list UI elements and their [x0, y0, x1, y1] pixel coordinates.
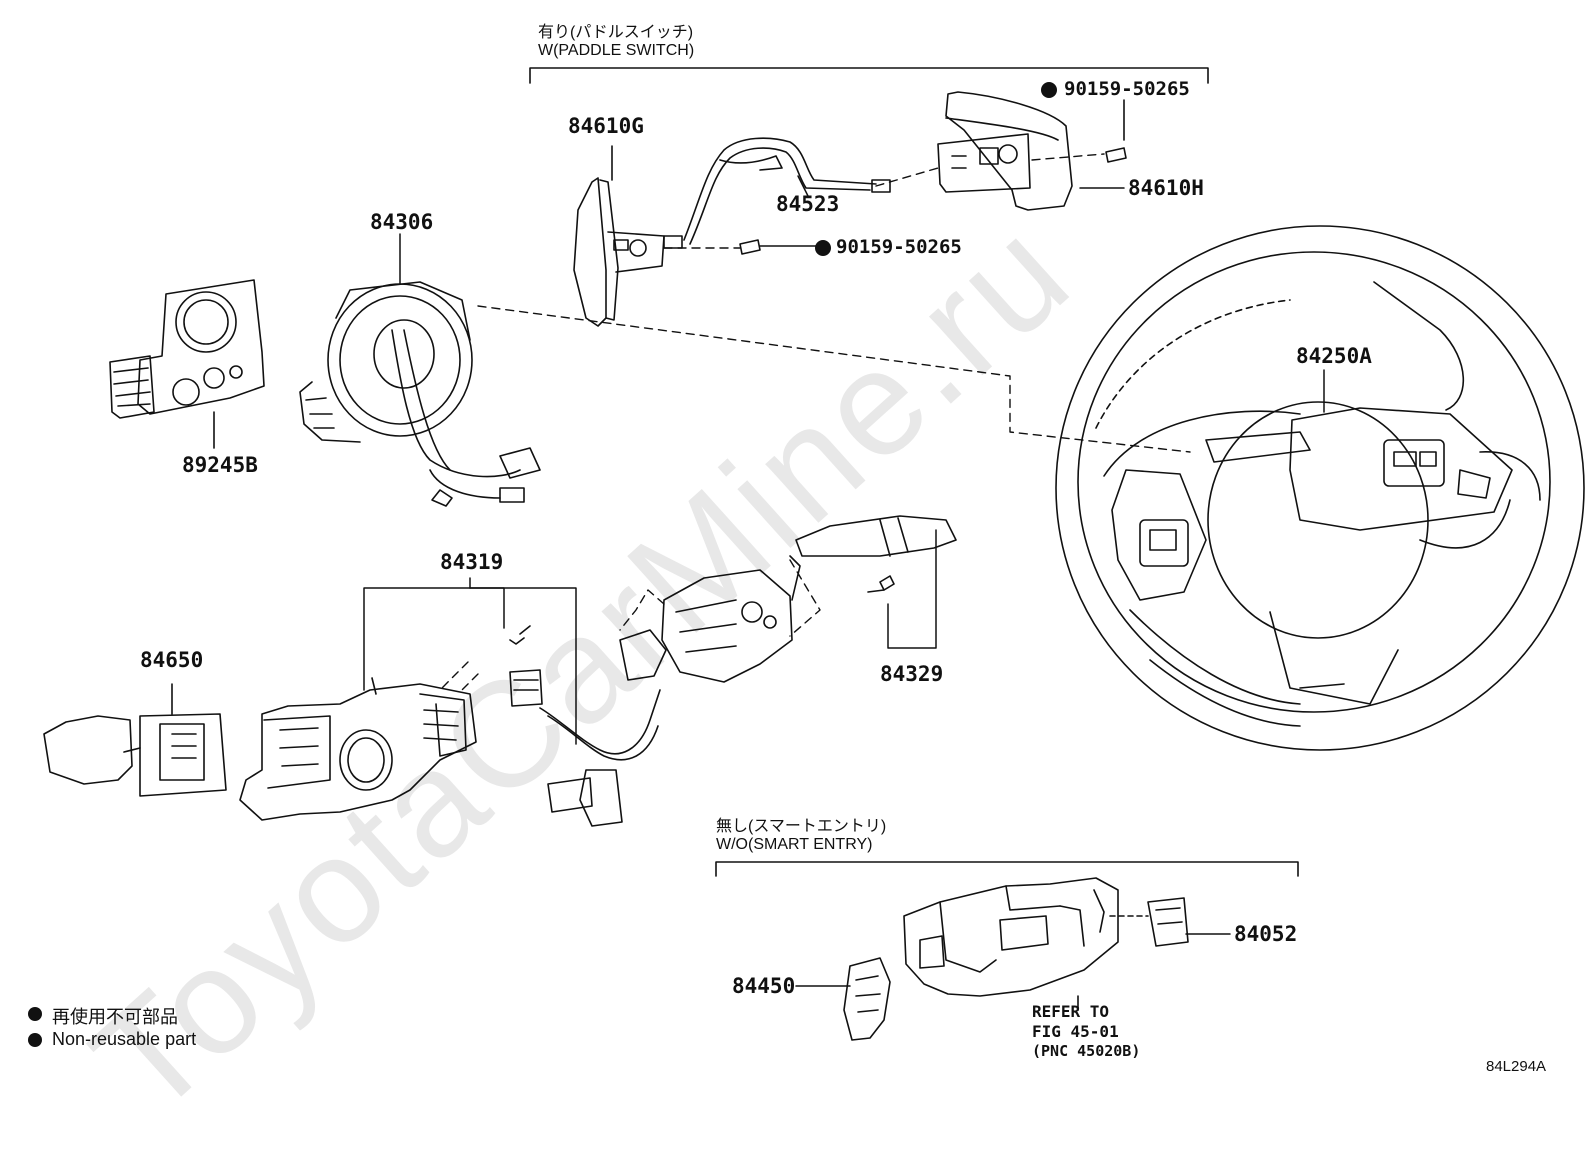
angle-sensor-illustration — [109, 279, 265, 449]
paddle-bolt-illustration — [739, 239, 817, 255]
legend-jp: 再使用不可部品 — [52, 1007, 178, 1027]
reference-line-3: (PNC 45020B) — [1032, 1042, 1141, 1060]
part-label-bolt-upper[interactable]: 90159-50265 — [1064, 78, 1190, 100]
non-reusable-markers — [28, 82, 1057, 1047]
paddle-switch-right-illustration — [937, 91, 1127, 211]
headlamp-switch-illustration — [43, 683, 227, 797]
wiper-switch-illustration — [539, 515, 957, 827]
reference-line-2: FIG 45-01 — [1032, 1022, 1119, 1041]
diagram-code: 84L294A — [1486, 1058, 1547, 1075]
legend-en: Non-reusable part — [52, 1029, 197, 1049]
part-label-84650[interactable]: 84650 — [140, 648, 204, 672]
part-label-84523[interactable]: 84523 — [776, 192, 840, 216]
smart-entry-group-header: 無し(スマートエントリ) W/O(SMART ENTRY) — [716, 818, 886, 853]
part-label-84306[interactable]: 84306 — [370, 210, 434, 234]
paddle-group-header: 有り(パドルスイッチ) W(PADDLE SWITCH) — [538, 24, 694, 59]
diagram-drawing — [28, 67, 1585, 1047]
smart-entry-group-en: W/O(SMART ENTRY) — [716, 835, 873, 853]
legend-jp-row: 再使用不可部品 — [52, 1003, 178, 1029]
part-label-84450[interactable]: 84450 — [732, 974, 796, 998]
part-label-bolt-lower[interactable]: 90159-50265 — [836, 236, 962, 258]
steering-wheel-illustration — [1055, 225, 1585, 751]
paddle-group-jp: 有り(パドルスイッチ) — [538, 24, 694, 41]
paddle-switch-left-illustration — [573, 145, 665, 327]
smart-entry-group-bracket — [715, 861, 1299, 877]
paddle-group-bracket — [529, 67, 1209, 84]
combination-switch-body-illustration — [239, 625, 543, 821]
part-label-84610G[interactable]: 84610G — [568, 114, 644, 138]
part-label-89245B[interactable]: 89245B — [182, 453, 258, 477]
part-label-84319[interactable]: 84319 — [440, 550, 504, 574]
legend-en-row: Non-reusable part — [52, 1029, 196, 1050]
relation-lines — [439, 153, 1191, 691]
smart-entry-group-jp: 無し(スマートエントリ) — [716, 818, 887, 835]
spiral-cable-illustration — [299, 281, 541, 507]
part-label-84250A[interactable]: 84250A — [1296, 344, 1372, 368]
paddle-wire-harness-illustration — [663, 137, 891, 249]
leader-lines — [363, 175, 1325, 987]
steering-lock-illustration — [843, 877, 1189, 1041]
reference-note[interactable]: REFER TO FIG 45-01 (PNC 45020B) — [1032, 1002, 1140, 1061]
part-label-84052[interactable]: 84052 — [1234, 922, 1298, 946]
paddle-group-en: W(PADDLE SWITCH) — [538, 41, 695, 59]
reference-line-1: REFER TO — [1032, 1002, 1110, 1021]
part-label-84610H[interactable]: 84610H — [1128, 176, 1204, 200]
parts-diagram: ToyotaCarMine.ru — [28, 24, 1585, 1146]
part-label-84329[interactable]: 84329 — [880, 662, 944, 686]
